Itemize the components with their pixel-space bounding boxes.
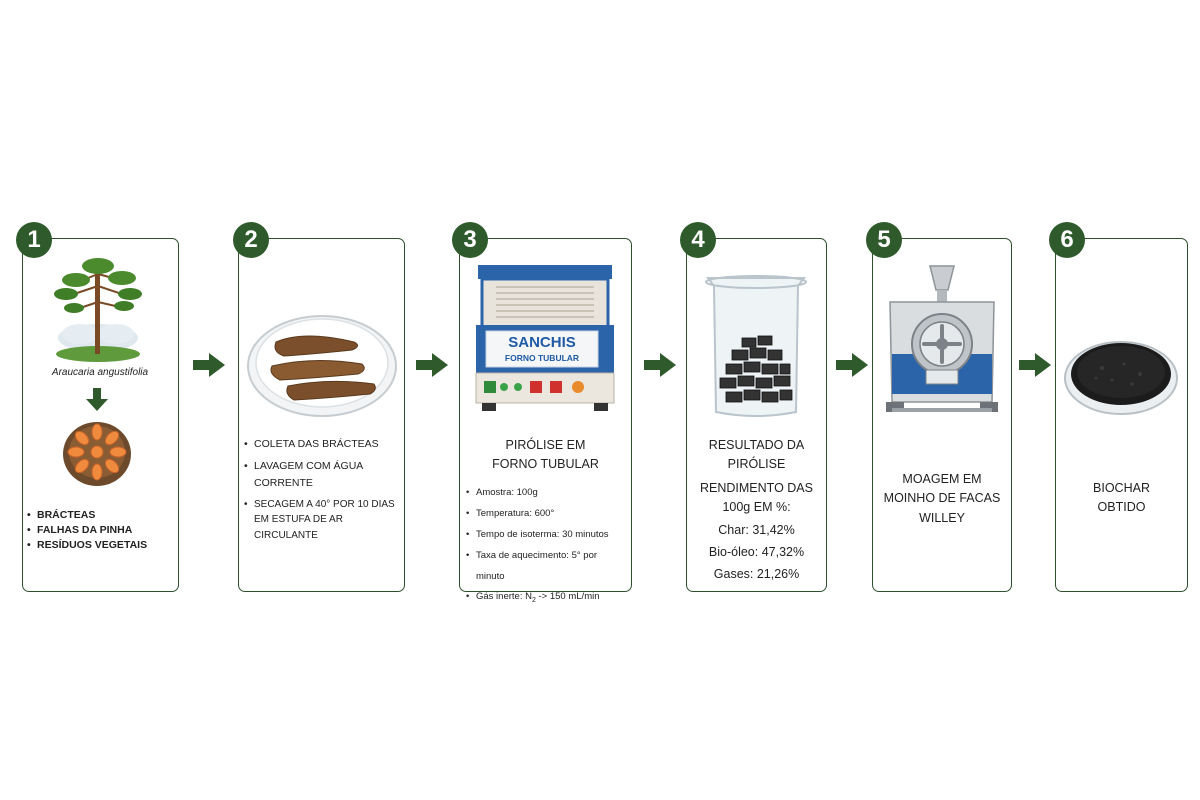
step-5-title-line3: WILLEY (874, 509, 1010, 528)
list-item: Amostra: 100g (466, 483, 628, 504)
step-4-results: Char: 31,42% Bio-óleo: 47,32% Gases: 21,… (688, 520, 825, 586)
furnace-brand-label: SANCHIS (486, 334, 598, 351)
step-4-yield-label: RENDIMENTO DAS 100g EM %: (688, 479, 825, 518)
yield-line1: RENDIMENTO DAS (688, 479, 825, 498)
step-3-title-line2: FORNO TUBULAR (462, 455, 629, 474)
step-3-params: Amostra: 100g Temperatura: 600° Tempo de… (466, 483, 628, 609)
step-4-title-line2: PIRÓLISE (688, 455, 825, 474)
list-item: LAVAGEM COM ÁGUA CORRENTE (244, 458, 402, 491)
flow-arrow-icon (836, 353, 868, 377)
list-item: BRÁCTEAS (27, 508, 177, 523)
step-3-title: PIRÓLISE EM FORNO TUBULAR (462, 436, 629, 475)
step-2-badge: 2 (233, 222, 269, 258)
tubular-furnace-icon: SANCHIS FORNO TUBULAR (474, 263, 616, 415)
list-item: Taxa de aquecimento: 5° por minuto (466, 546, 628, 588)
list-item: COLETA DAS BRÁCTEAS (244, 436, 402, 452)
step-5-title-line1: MOAGEM EM (874, 470, 1010, 489)
step-4-title: RESULTADO DA PIRÓLISE (688, 436, 825, 475)
gas-suffix: -> 150 mL/min (536, 591, 600, 602)
down-arrow-icon (86, 388, 108, 412)
result-bio-oil: Bio-óleo: 47,32% (688, 542, 825, 564)
result-gases: Gases: 21,26% (688, 564, 825, 586)
araucaria-tree-icon (50, 246, 146, 364)
step-5-title: MOAGEM EM MOINHO DE FACAS WILLEY (874, 470, 1010, 528)
step-4-title-line1: RESULTADO DA (688, 436, 825, 455)
list-item: FALHAS DA PINHA (27, 523, 177, 538)
step-6-badge: 6 (1049, 222, 1085, 258)
list-item: Gás inerte: N2 -> 150 mL/min (466, 587, 628, 608)
flow-arrow-icon (1019, 353, 1051, 377)
petri-dish-biochar-icon (1062, 330, 1180, 418)
list-item: SECAGEM A 40° POR 10 DIAS EM ESTUFA DE A… (244, 497, 402, 544)
result-char: Char: 31,42% (688, 520, 825, 542)
gas-prefix: Gás inerte: N (476, 591, 532, 602)
flow-arrow-icon (193, 353, 225, 377)
willey-mill-icon (880, 262, 1004, 422)
step-6-title: BIOCHAR OBTIDO (1057, 479, 1186, 518)
step-6-title-line1: BIOCHAR (1057, 479, 1186, 498)
step-4-badge: 4 (680, 222, 716, 258)
step-1-badge: 1 (16, 222, 52, 258)
petri-dish-bracts-icon (244, 308, 400, 420)
step-6-title-line2: OBTIDO (1057, 498, 1186, 517)
furnace-model-label: FORNO TUBULAR (486, 353, 598, 363)
step-5-badge: 5 (866, 222, 902, 258)
step-3-badge: 3 (452, 222, 488, 258)
list-item: Temperatura: 600° (466, 504, 628, 525)
beaker-char-icon (700, 272, 812, 420)
step-5-title-line2: MOINHO DE FACAS (874, 489, 1010, 508)
flow-arrow-icon (416, 353, 448, 377)
pine-cone-icon (60, 418, 134, 488)
flow-arrow-icon (644, 353, 676, 377)
step-1-list: BRÁCTEAS FALHAS DA PINHA RESÍDUOS VEGETA… (27, 508, 177, 554)
step-2-list: COLETA DAS BRÁCTEAS LAVAGEM COM ÁGUA COR… (244, 436, 402, 543)
list-item: RESÍDUOS VEGETAIS (27, 538, 177, 553)
step-3-title-line1: PIRÓLISE EM (462, 436, 629, 455)
list-item: Tempo de isoterma: 30 minutos (466, 525, 628, 546)
species-name: Araucaria angustifolia (30, 365, 170, 380)
yield-line2: 100g EM %: (688, 498, 825, 517)
